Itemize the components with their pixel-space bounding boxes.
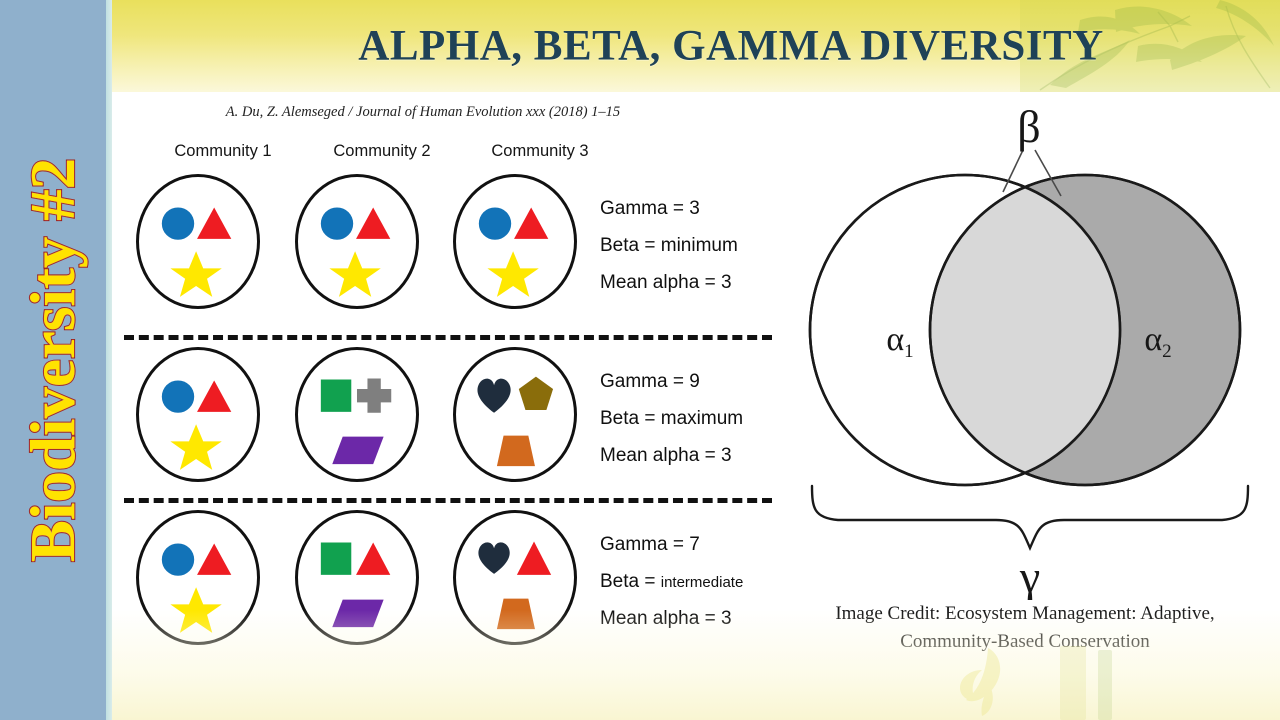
community-circle: [453, 174, 577, 309]
red-triangle-icon: [356, 542, 391, 575]
community-circle: [295, 510, 419, 645]
venn-outline-alpha2: [928, 173, 1242, 487]
foliage-decoration-icon: [1020, 0, 1280, 92]
community-3-row-2-shapes: [477, 376, 554, 467]
mean-alpha-value: Mean alpha = 3: [600, 272, 732, 294]
diagram-figure: A. Du, Z. Alemseged / Journal of Human E…: [118, 92, 778, 664]
gamma-value: Gamma = 3: [600, 198, 700, 219]
yellow-star-icon: [170, 424, 222, 470]
community-column-headers: Community 1 Community 2 Community 3: [138, 142, 618, 166]
community-circle: [136, 347, 260, 482]
blue-circle-icon: [478, 207, 512, 240]
page-title: ALPHA, BETA, GAMMA DIVERSITY: [358, 22, 1104, 70]
community-header-2: Community 2: [333, 142, 431, 160]
community-1-row-1-shapes: [161, 207, 232, 297]
mean-alpha-value: Mean alpha = 3: [600, 445, 732, 467]
sidebar: [0, 0, 106, 720]
sidebar-title: Biodiversity #2: [16, 157, 88, 563]
image-credit: Image Credit: Ecosystem Management: Adap…: [790, 600, 1260, 655]
community-circle: [136, 510, 260, 645]
navy-heart-icon: [478, 542, 510, 574]
olive-pentagon-icon: [518, 376, 554, 410]
blue-circle-icon: [161, 380, 195, 413]
beta-label: β: [1017, 101, 1040, 152]
gamma-value: Gamma = 9: [600, 371, 700, 392]
community-2-row-1-shapes: [320, 207, 391, 297]
community-header-3: Community 3: [491, 142, 589, 160]
blue-circle-icon: [161, 543, 195, 576]
alpha1-label: α1: [886, 321, 913, 362]
metrics-row-1: Gamma = 3 Beta = minimum Mean alpha = 3: [600, 190, 830, 301]
image-credit-line-1: Image Credit: Ecosystem Management: Adap…: [835, 603, 1215, 624]
beta-label: Beta =: [600, 408, 661, 430]
community-circle: [295, 174, 419, 309]
beta-value-line: Beta = minimum: [600, 227, 830, 264]
purple-parallelogram-icon: [332, 436, 384, 465]
row-separator-2: [124, 498, 772, 503]
blue-circle-icon: [320, 207, 354, 240]
image-credit-line-2: Community-Based Conservation: [900, 630, 1150, 652]
gamma-value: Gamma = 7: [600, 534, 700, 555]
community-2-row-2-shapes: [320, 378, 392, 465]
community-3-row-1-shapes: [478, 207, 549, 297]
gamma-brace: [810, 484, 1250, 551]
row-separator-1: [124, 335, 772, 340]
beta-leader-line-left: [1002, 149, 1024, 193]
community-circle: [453, 510, 577, 645]
figure-citation: A. Du, Z. Alemseged / Journal of Human E…: [225, 104, 621, 120]
red-triangle-icon: [197, 380, 232, 412]
beta-leader-line-right: [1034, 149, 1062, 197]
beta-value: maximum: [660, 408, 744, 430]
red-triangle-icon: [356, 207, 391, 239]
community-2-row-3-shapes: [320, 542, 391, 628]
green-square-icon: [320, 542, 352, 575]
community-3-row-3-shapes: [478, 541, 552, 630]
diagram-row-2: Gamma = 9 Beta = maximum Mean alpha = 3: [118, 347, 778, 497]
beta-value: intermediate: [660, 574, 744, 592]
yellow-star-icon: [329, 251, 381, 297]
beta-label: Beta =: [600, 571, 661, 593]
community-circle: [136, 174, 260, 309]
red-triangle-icon: [197, 207, 232, 239]
purple-parallelogram-icon: [332, 599, 384, 628]
beta-value: minimum: [660, 235, 738, 257]
beta-label: Beta =: [600, 235, 661, 257]
yellow-star-icon: [170, 251, 222, 297]
venn-diagram: β α1 α2 γ: [808, 101, 1250, 600]
community-1-row-3-shapes: [161, 543, 232, 633]
orange-trapezoid-icon: [496, 598, 535, 630]
diagram-row-1: Gamma = 3 Beta = minimum Mean alpha = 3: [118, 174, 778, 324]
gray-cross-icon: [356, 378, 392, 413]
community-circle: [295, 347, 419, 482]
community-circle: [453, 347, 577, 482]
red-triangle-icon: [514, 207, 549, 239]
diagram-row-3: Gamma = 7 Beta = intermediate Mean alpha…: [118, 510, 778, 660]
metrics-row-2: Gamma = 9 Beta = maximum Mean alpha = 3: [600, 363, 830, 474]
yellow-star-icon: [487, 251, 539, 297]
alpha2-label: α2: [1144, 321, 1171, 362]
orange-trapezoid-icon: [496, 435, 535, 467]
green-square-icon: [320, 379, 352, 412]
gamma-label: γ: [1019, 551, 1040, 600]
community-1-row-2-shapes: [161, 380, 232, 470]
community-header-1: Community 1: [174, 142, 272, 160]
blue-circle-icon: [161, 207, 195, 240]
red-triangle-icon: [197, 543, 232, 575]
yellow-star-icon: [170, 587, 222, 633]
header-bar: ALPHA, BETA, GAMMA DIVERSITY: [112, 0, 1280, 92]
beta-value-line: Beta = intermediate: [600, 563, 830, 600]
sidebar-accent-stripe: [106, 0, 112, 720]
navy-heart-icon: [477, 378, 511, 413]
beta-value-line: Beta = maximum: [600, 400, 830, 437]
red-triangle-icon: [516, 541, 552, 575]
venn-outline-alpha1: [808, 173, 1122, 487]
